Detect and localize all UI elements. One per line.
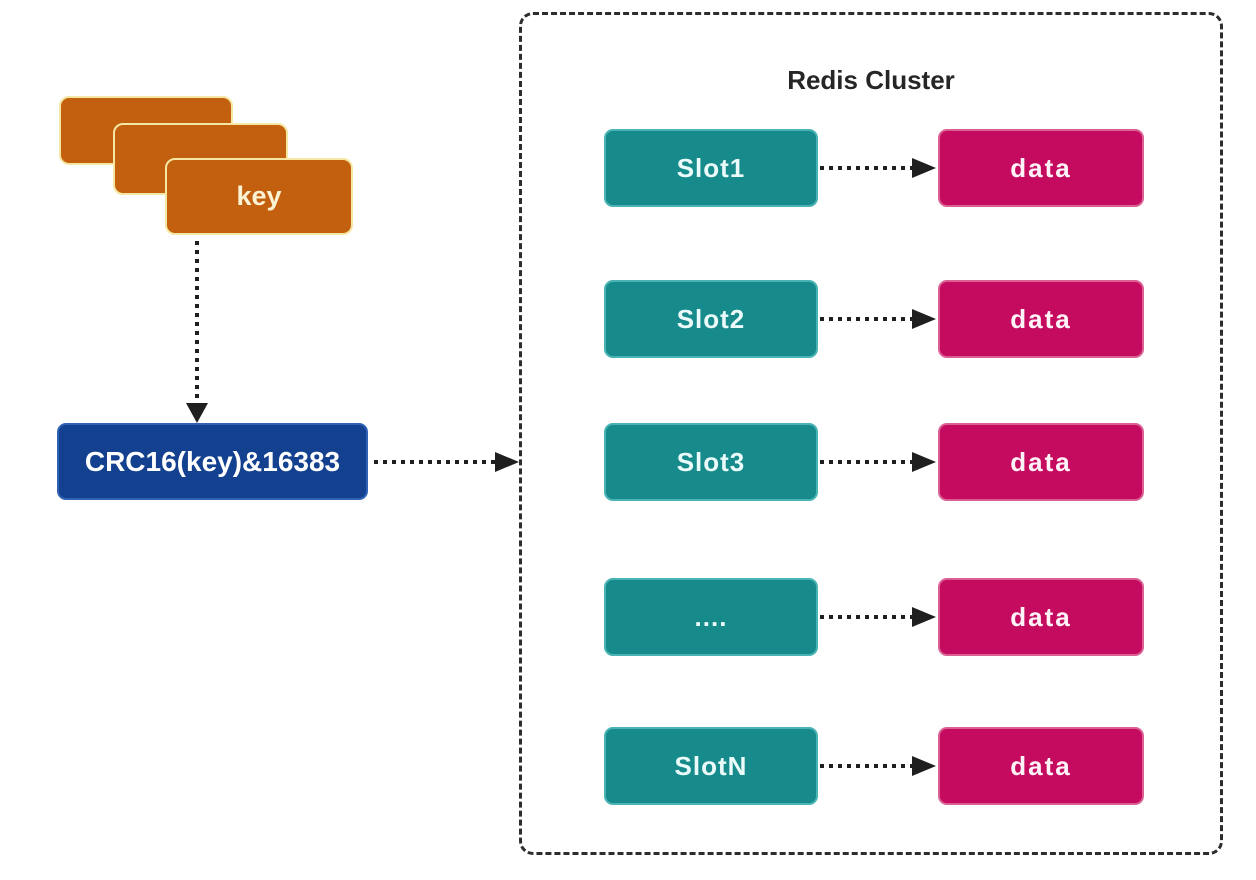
slot-label: SlotN — [674, 750, 748, 781]
arrow-key-to-hash — [195, 241, 199, 403]
arrow-slot-to-data — [820, 764, 912, 768]
slot-box: SlotN — [604, 727, 818, 805]
arrow-slot-to-data — [820, 317, 912, 321]
data-label: data — [1010, 152, 1072, 183]
arrow-hash-to-cluster — [374, 460, 496, 464]
data-label: data — [1010, 750, 1072, 781]
data-box: data — [938, 423, 1144, 501]
slot-box: .... — [604, 578, 818, 656]
arrowhead-right-icon — [912, 452, 936, 472]
arrowhead-right-icon — [912, 309, 936, 329]
slot-label: Slot1 — [676, 152, 746, 183]
arrow-slot-to-data — [820, 166, 912, 170]
data-box: data — [938, 727, 1144, 805]
arrowhead-right-icon — [912, 607, 936, 627]
key-label: key — [236, 181, 282, 211]
slot-box: Slot2 — [604, 280, 818, 358]
slot-row: Slot2 data — [522, 280, 1220, 358]
arrowhead-right-icon — [495, 452, 519, 472]
data-box: data — [938, 129, 1144, 207]
data-label: data — [1010, 601, 1072, 632]
redis-cluster-container: Redis Cluster Slot1 data Slot2 data Slot… — [519, 12, 1223, 855]
slot-row: .... data — [522, 578, 1220, 656]
data-box: data — [938, 578, 1144, 656]
slot-row: SlotN data — [522, 727, 1220, 805]
hash-function-box: CRC16(key)&16383 — [57, 423, 368, 500]
data-label: data — [1010, 446, 1072, 477]
slot-row: Slot1 data — [522, 129, 1220, 207]
redis-cluster-title: Redis Cluster — [787, 65, 955, 95]
slot-row: Slot3 data — [522, 423, 1220, 501]
arrow-slot-to-data — [820, 615, 912, 619]
arrowhead-down-icon — [186, 403, 208, 423]
data-label: data — [1010, 303, 1072, 334]
data-box: data — [938, 280, 1144, 358]
arrowhead-right-icon — [912, 158, 936, 178]
arrow-slot-to-data — [820, 460, 912, 464]
slot-label: .... — [694, 601, 728, 632]
slot-box: Slot1 — [604, 129, 818, 207]
slot-label: Slot3 — [676, 446, 746, 477]
key-card-front: key — [165, 158, 353, 235]
hash-function-label: CRC16(key)&16383 — [84, 445, 341, 477]
arrowhead-right-icon — [912, 756, 936, 776]
slot-label: Slot2 — [676, 303, 746, 334]
slot-box: Slot3 — [604, 423, 818, 501]
